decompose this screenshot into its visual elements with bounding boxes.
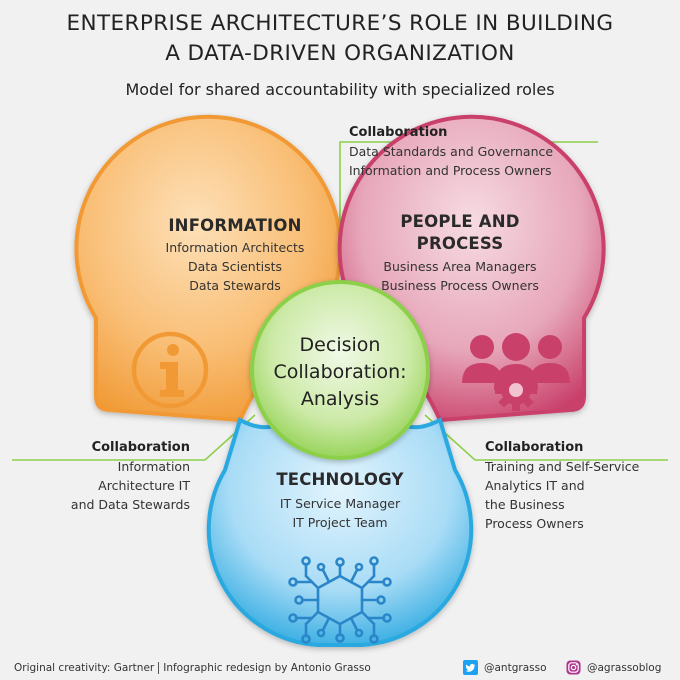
collaboration-right-line: Analytics IT and: [485, 478, 585, 493]
collaboration-top-line: Information and Process Owners: [349, 163, 552, 178]
credit-redesign: Infographic redesign by Antonio Grasso: [163, 662, 371, 674]
information-title: INFORMATION: [168, 216, 302, 235]
collaboration-left-heading: Collaboration: [91, 440, 190, 455]
collaboration-right: Collaboration Training and Self-Service …: [485, 438, 639, 533]
people-process-title: PEOPLE AND PROCESS: [355, 211, 565, 255]
instagram-handle: @agrassoblog: [587, 661, 662, 674]
title-line-1: ENTERPRISE ARCHITECTURE’S ROLE IN BUILDI…: [66, 11, 614, 36]
collaboration-top-line: Data Standards and Governance: [349, 144, 554, 159]
info-icon: [131, 331, 209, 409]
twitter-handle: @antgrasso: [484, 661, 547, 674]
information-role: Information Architects: [165, 240, 305, 255]
technology-role: IT Service Manager: [279, 496, 401, 511]
people-gear-icon: [462, 333, 570, 411]
collaboration-right-line: Process Owners: [485, 516, 584, 531]
people-process-role: Business Area Managers: [383, 259, 537, 274]
credit-separator: [158, 662, 160, 674]
twitter-link[interactable]: @antgrasso: [463, 660, 547, 675]
footer-credits: Original creativity: Gartner Infographic …: [14, 662, 371, 674]
instagram-link[interactable]: @agrassoblog: [566, 660, 661, 675]
center-line-3: Analysis: [300, 388, 380, 410]
center-label: Decision Collaboration: Analysis: [250, 332, 430, 413]
collaboration-left: Collaboration Information Architecture I…: [60, 438, 190, 514]
subtitle: Model for shared accountability with spe…: [125, 80, 555, 99]
people-process-roles: Business Area Managers Business Process …: [345, 257, 575, 295]
people-process-title-line-1: PEOPLE AND: [400, 212, 520, 231]
information-role: Data Stewards: [189, 278, 281, 293]
technology-role: IT Project Team: [292, 515, 388, 530]
collaboration-top-heading: Collaboration: [349, 125, 448, 140]
circuit-hexagon-icon: [288, 556, 392, 644]
collaboration-right-line: Training and Self-Service: [485, 459, 640, 474]
center-line-1: Decision: [299, 334, 381, 356]
collaboration-left-line: and Data Stewards: [70, 497, 190, 512]
collaboration-right-line: the Business: [485, 497, 565, 512]
twitter-icon: [463, 660, 478, 675]
center-line-2: Collaboration:: [273, 361, 407, 383]
collaboration-left-line: Information: [117, 459, 190, 474]
title-line-2: A DATA-DRIVEN ORGANIZATION: [165, 41, 515, 66]
collaboration-right-heading: Collaboration: [485, 440, 584, 455]
technology-roles: IT Service Manager IT Project Team: [230, 494, 450, 532]
instagram-icon: [566, 660, 581, 675]
information-roles: Information Architects Data Scientists D…: [120, 238, 350, 295]
people-process-role: Business Process Owners: [381, 278, 539, 293]
credit-original: Original creativity: Gartner: [14, 662, 155, 674]
footer: Original creativity: Gartner Infographic …: [0, 656, 680, 680]
information-role: Data Scientists: [187, 259, 282, 274]
center-circle: [250, 280, 430, 460]
technology-title: TECHNOLOGY: [276, 470, 404, 489]
collaboration-top: Collaboration Data Standards and Governa…: [349, 123, 553, 180]
people-process-title-line-2: PROCESS: [416, 234, 504, 253]
collaboration-left-line: Architecture IT: [98, 478, 190, 493]
